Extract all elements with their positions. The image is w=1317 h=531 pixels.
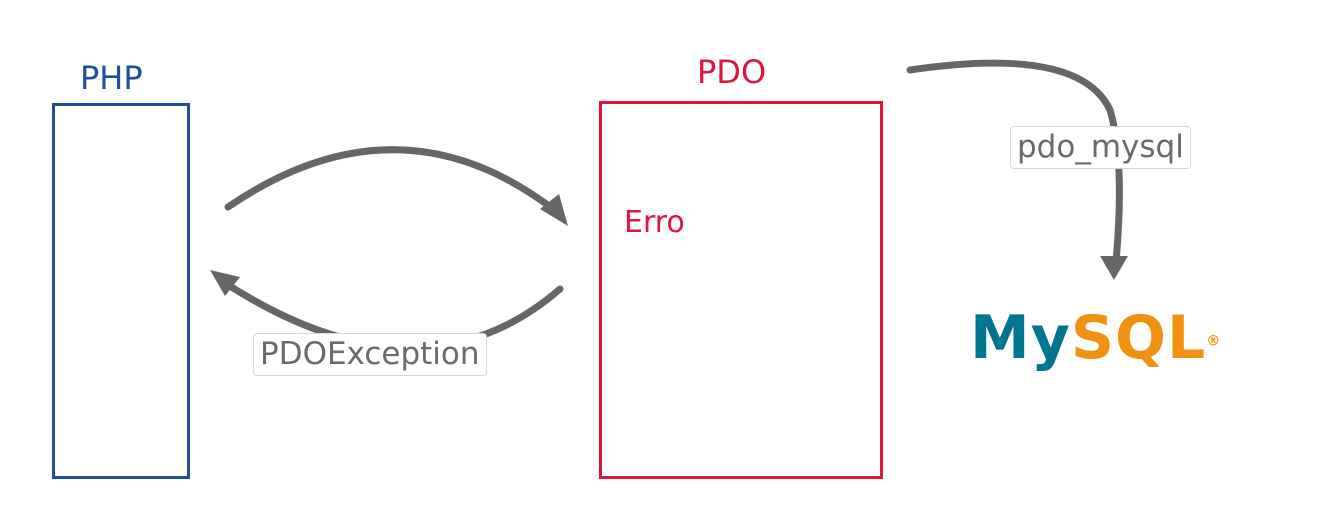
php-to-pdo-arrowhead bbox=[540, 194, 568, 226]
pdo-box bbox=[599, 101, 883, 479]
mysql-logo: MySQL® bbox=[970, 308, 1221, 368]
pdo-to-mysql-arrow bbox=[906, 59, 1123, 266]
php-to-pdo-arrow bbox=[224, 146, 561, 216]
php-box bbox=[52, 103, 190, 479]
pdo-title: PDO bbox=[697, 53, 767, 91]
mysql-registered-mark: ® bbox=[1206, 333, 1222, 350]
pdo-error-label: Erro bbox=[624, 205, 685, 240]
pdo-to-mysql-arrowhead bbox=[1100, 256, 1128, 280]
php-title: PHP bbox=[80, 59, 143, 97]
pdo-mysql-label: pdo_mysql bbox=[1010, 126, 1191, 169]
mysql-logo-sql: SQL bbox=[1070, 303, 1207, 373]
pdo-exception-label: PDOException bbox=[253, 333, 487, 376]
mysql-logo-my: My bbox=[970, 303, 1071, 373]
pdo-to-php-arrowhead bbox=[210, 270, 240, 296]
